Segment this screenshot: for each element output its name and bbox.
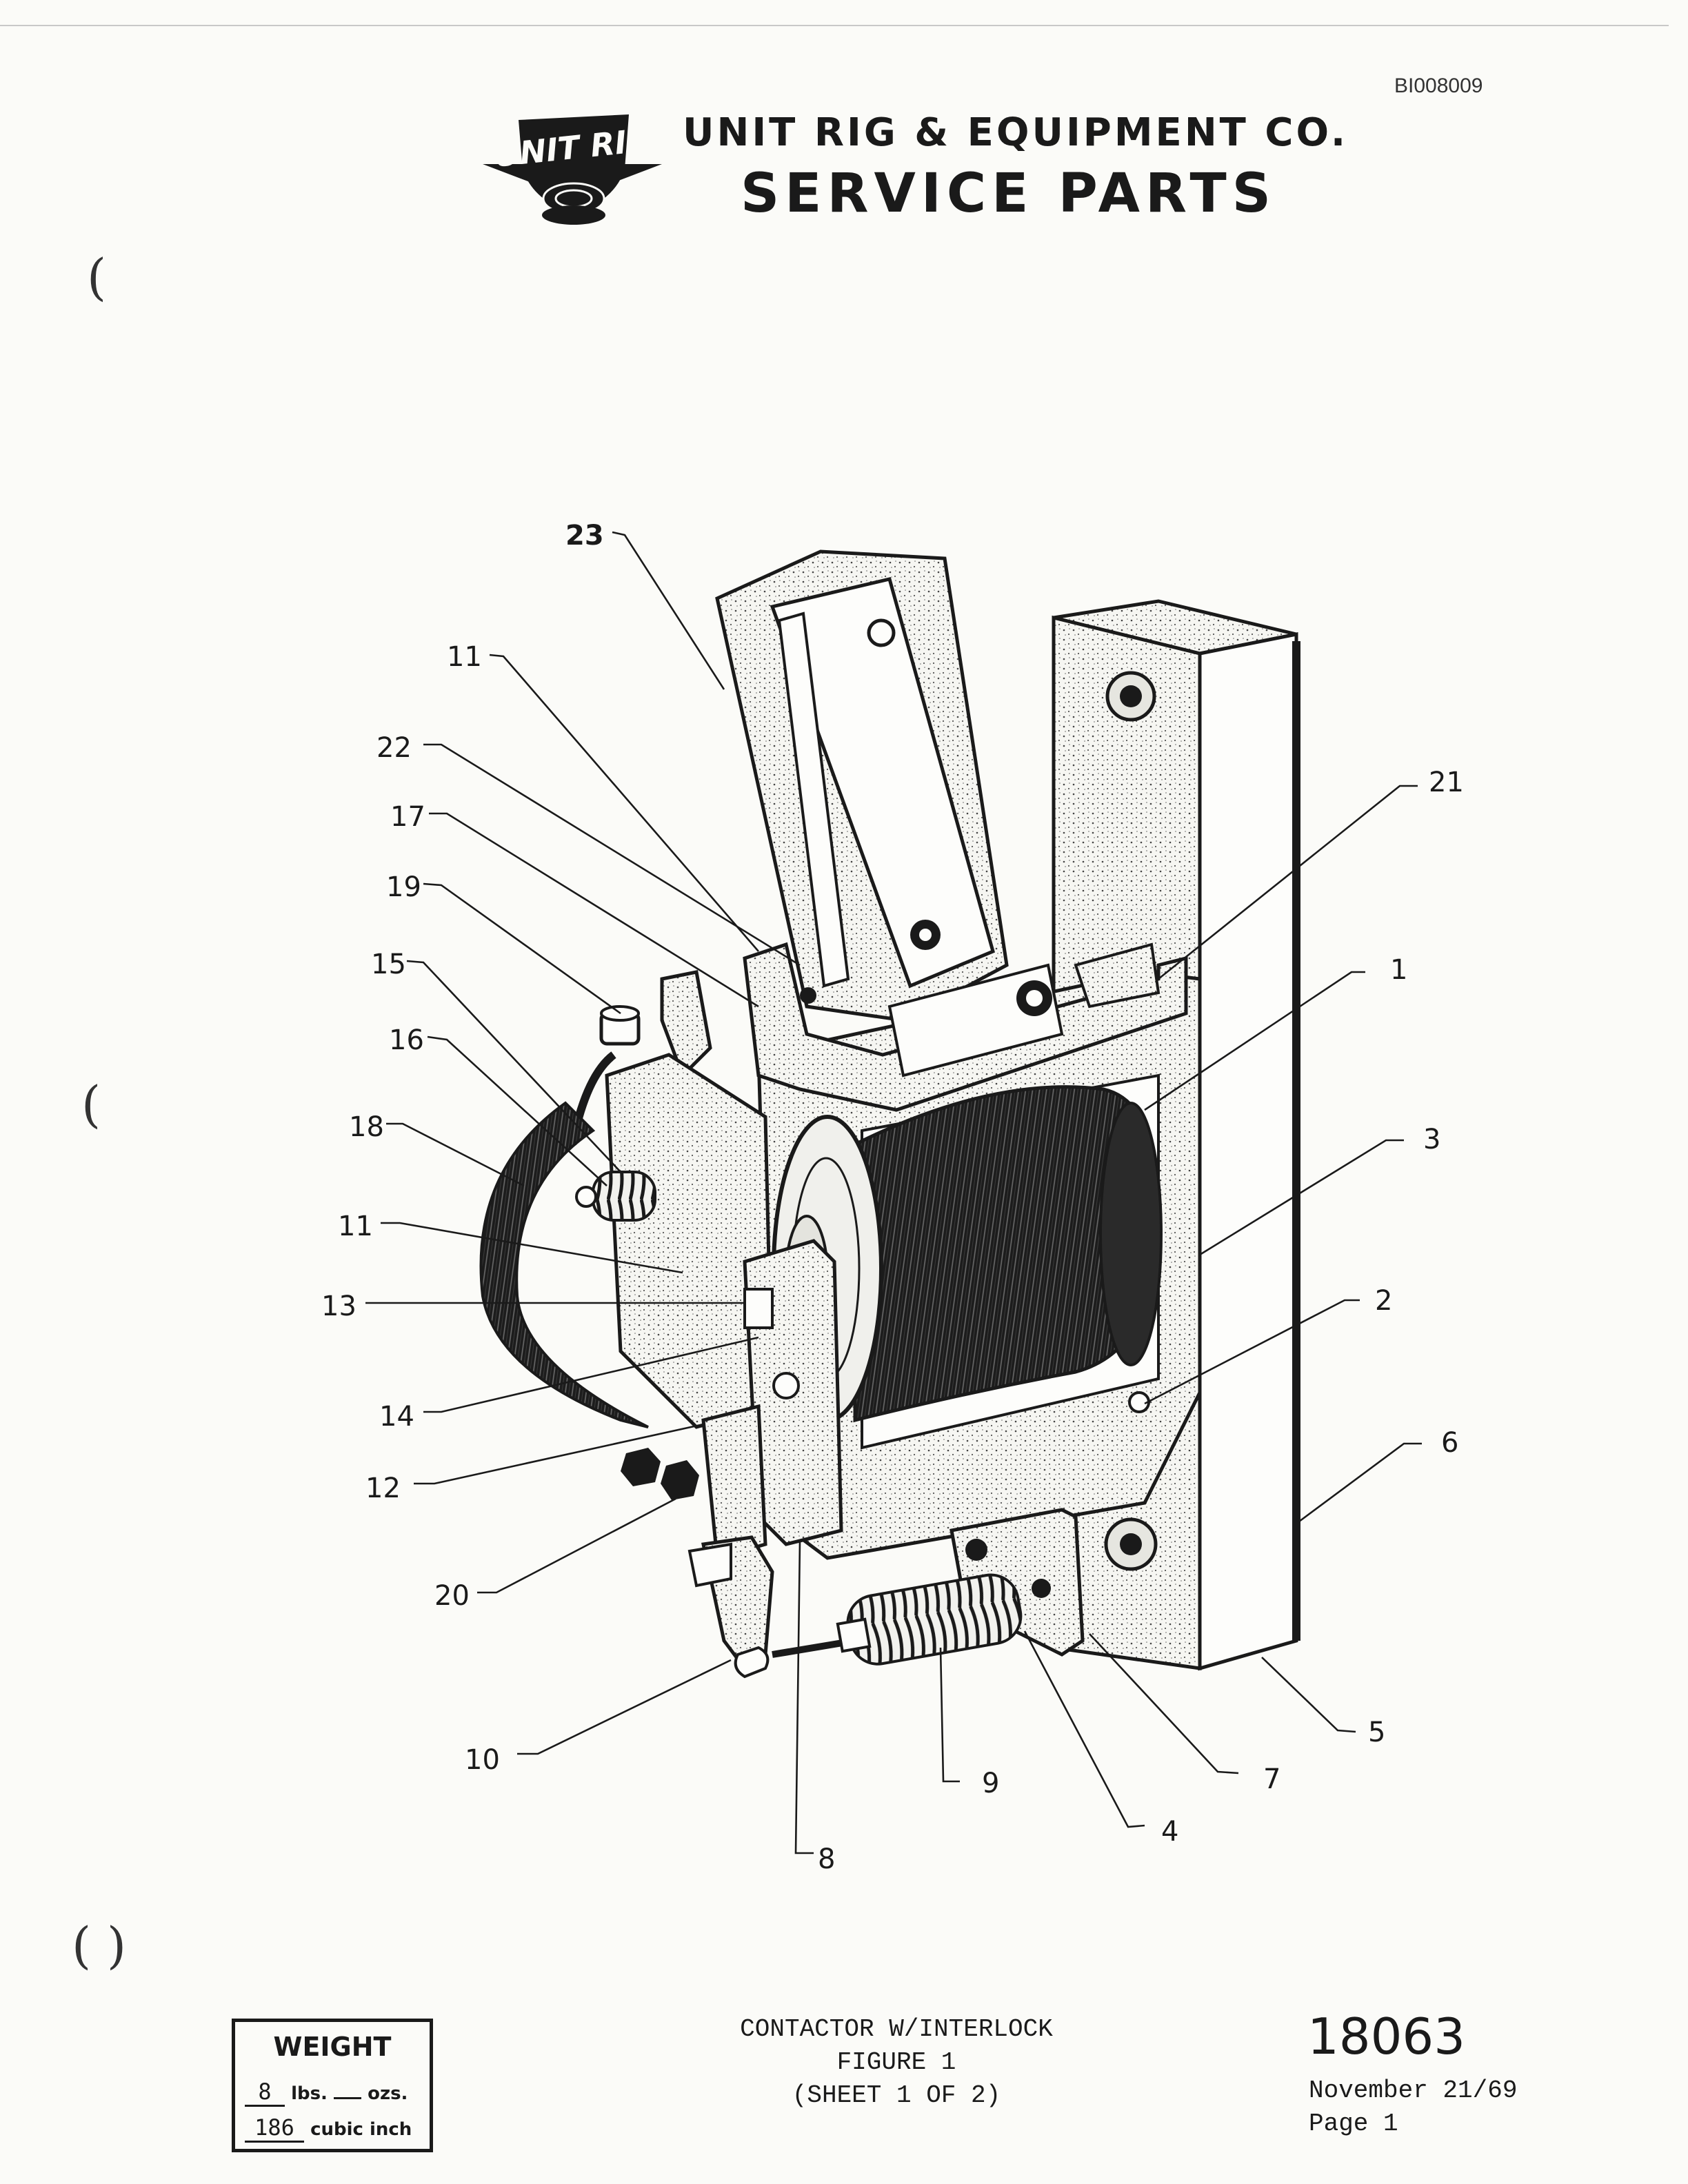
issue-date: November 21/69	[1309, 2076, 1518, 2105]
service-parts-title: SERVICE PARTS	[741, 163, 1276, 225]
weight-cubic-row: 186 cubic inch	[245, 2114, 412, 2143]
margin-mark: (	[81, 1075, 101, 1133]
contact-arm-assembly	[715, 549, 1188, 1112]
callout-13: 13	[321, 1291, 356, 1322]
callout-16: 16	[389, 1024, 424, 1056]
weight-title: WEIGHT	[273, 2032, 392, 2062]
callout-21: 21	[1429, 767, 1464, 798]
weight-ozs-label: ozs.	[368, 2083, 408, 2104]
callout-7: 7	[1263, 1763, 1280, 1795]
lower-bracket	[621, 1448, 774, 1679]
callout-6: 6	[1441, 1427, 1458, 1459]
part-number: 18063	[1307, 2008, 1466, 2065]
weight-cubic-label: cubic inch	[310, 2119, 412, 2140]
callout-1: 1	[1390, 954, 1407, 986]
callout-4: 4	[1161, 1816, 1178, 1848]
callout-17: 17	[390, 801, 425, 833]
callout-12: 12	[365, 1473, 401, 1504]
margin-mark: (	[87, 248, 107, 306]
callout-10: 10	[465, 1744, 500, 1776]
weight-cubic-value: 186	[245, 2114, 304, 2143]
page-number: Page 1	[1309, 2110, 1398, 2138]
interlock-assembly	[479, 970, 774, 1429]
leader-lines	[365, 531, 1422, 1854]
weight-box: WEIGHT 8 lbs. ozs. 186 cubic inch	[232, 2019, 433, 2152]
weight-lbs-value: 8	[245, 2079, 285, 2107]
document-id: BI008009	[1394, 74, 1483, 97]
callout-11b: 11	[338, 1211, 373, 1242]
company-name: UNIT RIG & EQUIPMENT CO.	[683, 110, 1349, 155]
caption-figure: FIGURE 1	[836, 2048, 956, 2076]
figure-caption: CONTACTOR W/INTERLOCK FIGURE 1 (SHEET 1 …	[690, 2013, 1103, 2112]
scan-edge-line	[0, 25, 1669, 26]
callout-9: 9	[982, 1768, 999, 1799]
callout-2: 2	[1375, 1285, 1392, 1317]
callout-15: 15	[371, 949, 406, 980]
weight-lbs-row: 8 lbs. ozs.	[245, 2079, 408, 2107]
callout-19: 19	[386, 871, 421, 903]
callout-18: 18	[349, 1111, 384, 1143]
weight-ozs-blank	[334, 2097, 362, 2099]
margin-mark: ( )	[72, 1917, 127, 1974]
weight-lbs-label: lbs.	[291, 2083, 328, 2104]
callout-11: 11	[447, 641, 482, 673]
callout-20: 20	[434, 1580, 470, 1612]
caption-title: CONTACTOR W/INTERLOCK	[740, 2015, 1053, 2043]
unit-rig-logo-icon: UNIT RIG	[483, 114, 662, 225]
caption-sheet: (SHEET 1 OF 2)	[792, 2081, 1001, 2110]
callout-23: 23	[565, 520, 604, 552]
callout-8: 8	[818, 1843, 835, 1875]
callout-14: 14	[379, 1401, 414, 1433]
armature	[701, 1239, 843, 1561]
callout-22: 22	[376, 732, 412, 764]
callout-5: 5	[1368, 1717, 1385, 1748]
callout-3: 3	[1423, 1124, 1440, 1155]
